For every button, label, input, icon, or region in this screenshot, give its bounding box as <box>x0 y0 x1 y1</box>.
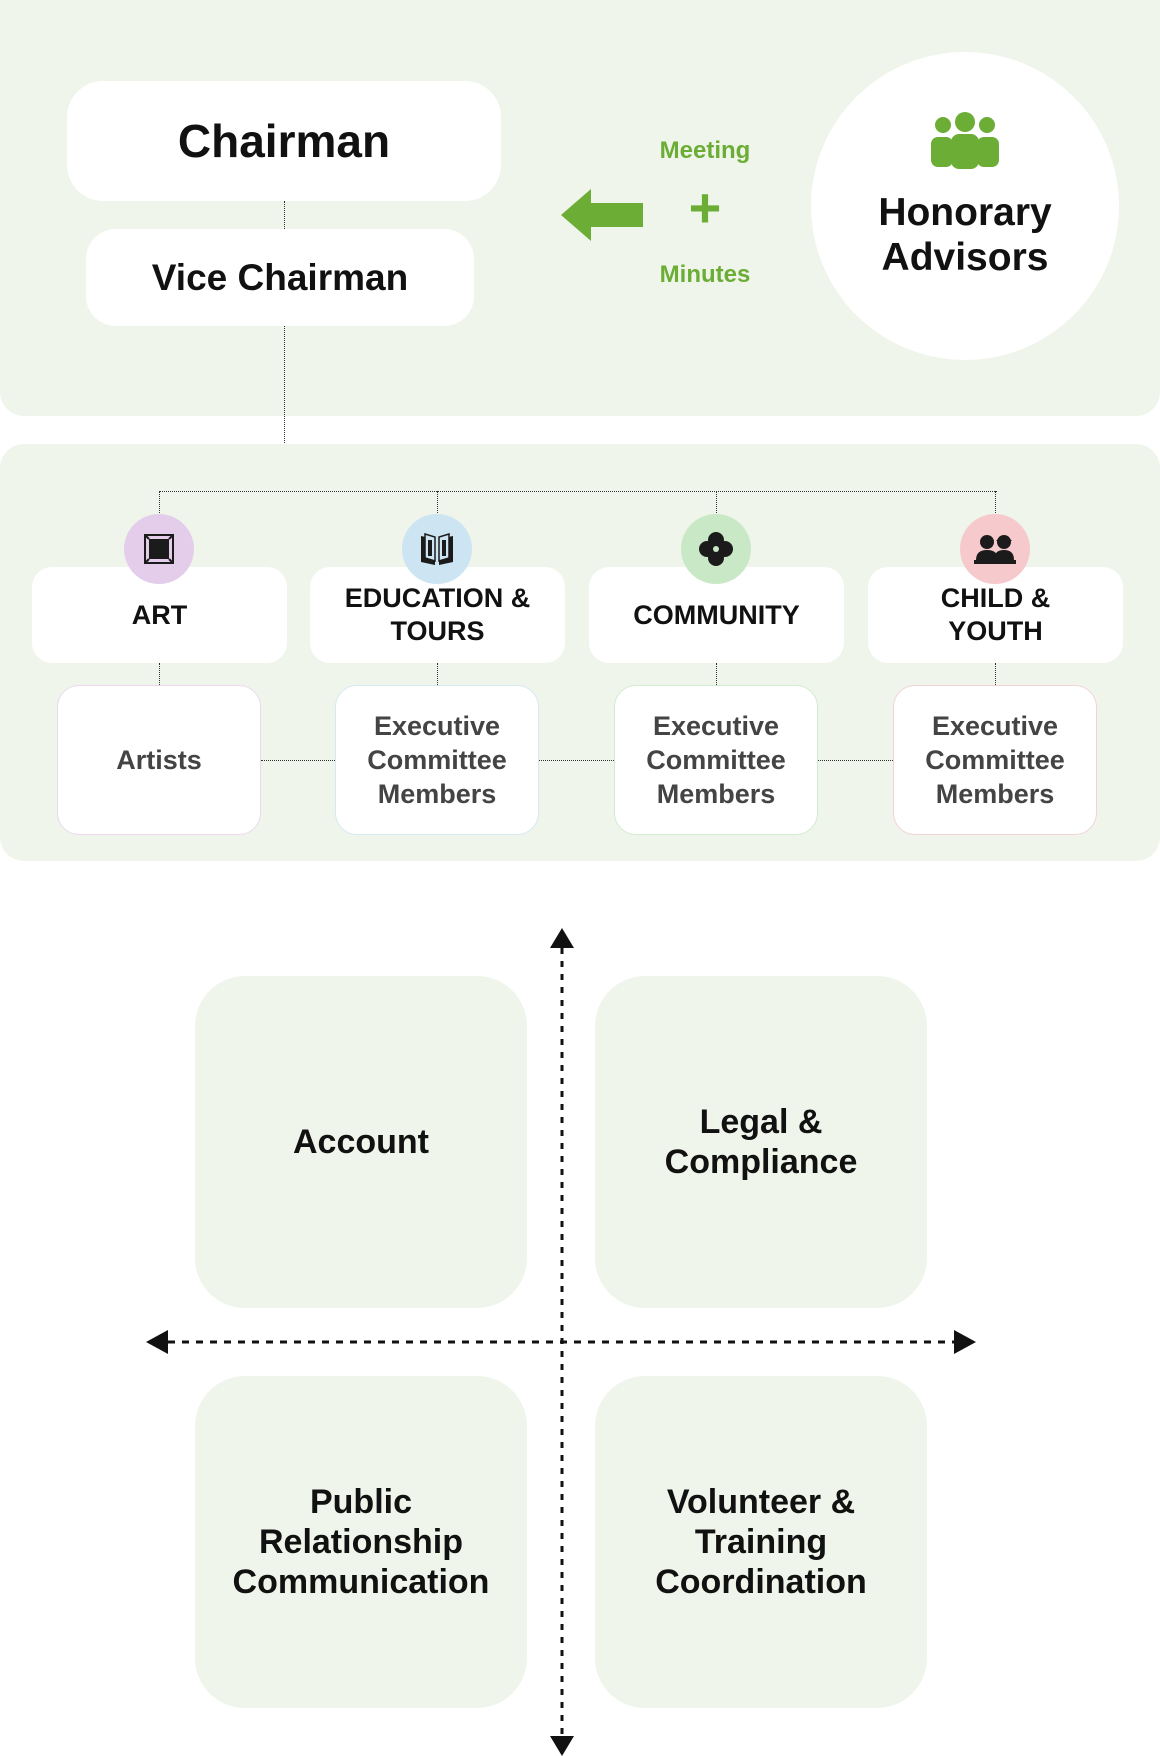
members-link-3 <box>818 760 893 761</box>
plus-icon: + <box>688 176 722 239</box>
dept-child-youth-top-connector <box>995 491 996 515</box>
clover-icon <box>697 530 735 568</box>
honorary-advisors-circle: Honorary Advisors <box>811 52 1119 360</box>
dept-art-sub-connector <box>159 663 160 685</box>
quadrant-volunteer-training-label: Volunteer & Training Coordination <box>655 1483 867 1601</box>
dept-child-youth-members-box: Executive Committee Members <box>893 685 1097 835</box>
quadrant-volunteer-training: Volunteer & Training Coordination <box>595 1376 927 1708</box>
dept-art-members-box: Artists <box>57 685 261 835</box>
dept-community-members-box: Executive Committee Members <box>614 685 818 835</box>
dept-education-tours-top-connector <box>437 491 438 515</box>
chair-vice-connector <box>284 201 285 229</box>
group-people-icon <box>929 112 1001 170</box>
quadrant-public-relationship-label: Public Relationship Communication <box>232 1483 490 1601</box>
quadrant-account-label: Account <box>293 1123 429 1161</box>
dept-art-label: ART <box>131 599 188 630</box>
quadrant-legal-compliance: Legal & Compliance <box>595 976 927 1308</box>
dept-community-sub-connector <box>716 663 717 685</box>
quadrant-public-relationship: Public Relationship Communication <box>195 1376 527 1708</box>
dept-community-label: COMMUNITY <box>633 599 800 630</box>
quadrant-legal-compliance-label: Legal & Compliance <box>664 1103 858 1181</box>
dept-child-youth-label: CHILD & YOUTH <box>940 583 1051 646</box>
members-link-1 <box>261 760 335 761</box>
honorary-advisors-label: Honorary Advisors <box>878 191 1052 279</box>
dept-art-top-connector <box>159 491 160 515</box>
book-icon <box>419 532 455 566</box>
departments-horizontal-connector <box>159 491 997 492</box>
dept-education-tours-members-label: Executive Committee Members <box>367 711 507 809</box>
vice-chairman-box: Vice Chairman <box>86 229 474 326</box>
arrow-left-icon <box>561 189 643 241</box>
dept-child-youth-box: CHILD & YOUTH <box>868 567 1123 663</box>
dept-education-tours-icon-circle <box>402 514 472 584</box>
dept-child-youth-members-label: Executive Committee Members <box>925 711 1065 809</box>
members-link-2 <box>539 760 614 761</box>
dept-education-tours-sub-connector <box>437 663 438 685</box>
dept-education-tours-label: EDUCATION & TOURS <box>344 583 531 646</box>
dept-child-youth-icon-circle <box>960 514 1030 584</box>
minutes-label: Minutes <box>659 261 751 288</box>
frame-icon <box>142 532 176 566</box>
children-icon <box>973 533 1017 565</box>
dept-art-members-label: Artists <box>116 745 202 775</box>
chairman-label: Chairman <box>177 115 391 167</box>
dept-community-top-connector <box>716 491 717 515</box>
dept-child-youth-sub-connector <box>995 663 996 685</box>
dept-art-icon-circle <box>124 514 194 584</box>
vice-chairman-label: Vice Chairman <box>151 256 409 298</box>
meeting-label: Meeting <box>659 137 751 164</box>
horizontal-axis-arrow <box>146 1329 976 1355</box>
dept-education-tours-members-box: Executive Committee Members <box>335 685 539 835</box>
quadrant-account: Account <box>195 976 527 1308</box>
vice-to-departments-connector <box>284 326 285 491</box>
dept-community-members-label: Executive Committee Members <box>646 711 786 809</box>
dept-community-icon-circle <box>681 514 751 584</box>
chairman-box: Chairman <box>67 81 501 201</box>
